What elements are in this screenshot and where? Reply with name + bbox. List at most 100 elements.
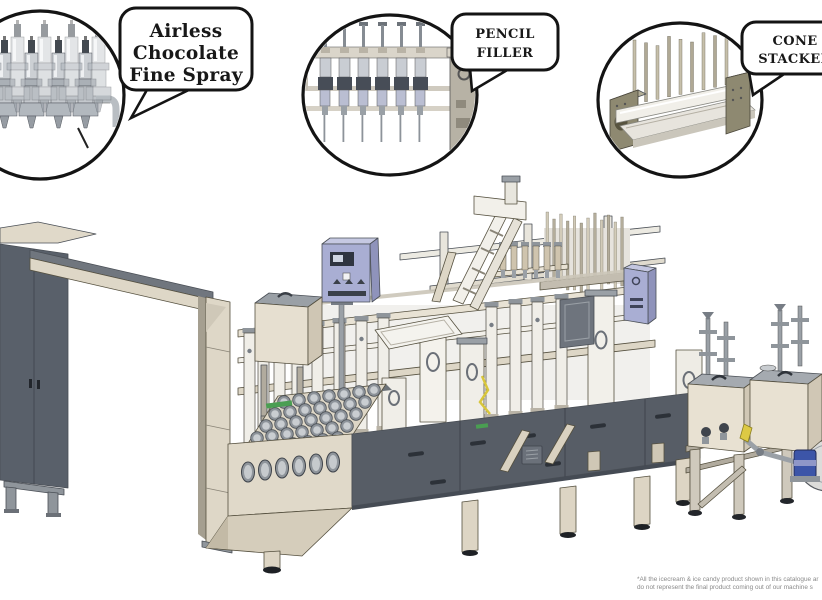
nozzle-lower xyxy=(36,69,53,88)
piston xyxy=(554,245,562,271)
callout-label-line: Fine Spray xyxy=(129,65,244,86)
frame-post xyxy=(509,303,522,416)
callout-airless-spray: Airless Chocolate Fine Spray xyxy=(0,6,254,181)
piston-cap xyxy=(510,242,518,247)
nozzle-block xyxy=(45,102,72,117)
post-hole xyxy=(247,348,252,354)
rod-mount xyxy=(321,47,330,53)
stacker-rod xyxy=(713,35,717,88)
nozzle xyxy=(360,106,366,115)
nozzle-block xyxy=(0,86,4,101)
cup-rim xyxy=(355,388,363,396)
cup-rim xyxy=(328,424,336,432)
nozzle-cap xyxy=(28,40,35,53)
elevator-head xyxy=(473,195,527,221)
cabinet-handle-icon xyxy=(29,379,32,388)
post-cap xyxy=(354,316,369,321)
piston-stem xyxy=(545,270,549,278)
cup-rim xyxy=(310,394,318,402)
valve-block xyxy=(394,77,409,90)
nozzle-cap xyxy=(14,24,21,37)
spray-nozzle-unit xyxy=(0,62,4,101)
cup-rim xyxy=(316,404,324,412)
control-panel xyxy=(321,237,381,435)
nozzle-tip xyxy=(80,115,91,129)
cup-rim xyxy=(268,432,276,440)
tank-front xyxy=(749,379,809,453)
valve-handle-yellow xyxy=(739,423,753,443)
vent-icon xyxy=(630,298,643,301)
callout-label-line: CONE xyxy=(772,34,817,49)
upper-cylinder xyxy=(376,57,389,78)
cabinet-foot xyxy=(4,509,19,513)
piston-cap xyxy=(521,242,529,247)
cup-holder-inner xyxy=(295,459,303,473)
stand-leg xyxy=(733,453,745,516)
stacker-rod xyxy=(701,32,706,90)
nozzle-flange xyxy=(60,62,83,71)
nozzle-stem xyxy=(30,36,33,42)
cup-rim xyxy=(262,422,270,430)
nozzle-block xyxy=(18,102,45,117)
cup-rim xyxy=(313,426,321,434)
nozzle-cap xyxy=(41,24,48,37)
spray-nozzle-unit xyxy=(4,20,31,113)
gantry-column xyxy=(205,296,231,549)
cup-rim xyxy=(253,434,261,442)
post-cap xyxy=(242,328,257,333)
post-hole xyxy=(489,322,494,328)
filler-needle xyxy=(323,115,326,142)
valve-block xyxy=(318,77,333,90)
speech-bubble xyxy=(450,12,560,72)
upper-cylinder xyxy=(338,57,351,78)
sensor-green xyxy=(265,400,293,409)
indicator-icon xyxy=(345,279,353,284)
callout-label-line: Airless xyxy=(149,21,223,42)
cup-holder-inner xyxy=(312,457,320,471)
cup-rim xyxy=(295,396,303,404)
cup-holder-inner xyxy=(329,455,337,469)
nozzle-tip xyxy=(53,115,64,129)
stand-foot xyxy=(780,498,794,504)
stacker-end-plate xyxy=(725,71,751,135)
body-bottom-edge xyxy=(352,458,700,510)
nozzle-stem xyxy=(57,36,60,42)
rod-cap xyxy=(359,22,368,26)
piston xyxy=(510,245,518,271)
rod-mount xyxy=(340,47,349,53)
nozzle-body xyxy=(64,36,79,64)
callout-cone-stacker: CONE STACKER xyxy=(596,20,822,179)
gantry-column-side xyxy=(198,296,206,540)
post-base xyxy=(508,411,523,416)
stacker-rod xyxy=(655,45,660,100)
cup-rim xyxy=(331,402,339,410)
rod-mount xyxy=(397,47,406,53)
upper-cylinder xyxy=(357,57,370,78)
nozzle-block xyxy=(4,86,31,101)
chute-fold xyxy=(206,516,228,549)
spray-nozzle-unit xyxy=(31,20,58,113)
rod-cap xyxy=(378,22,387,26)
cup-rim xyxy=(361,398,369,406)
pointer-mark xyxy=(77,127,89,149)
pipe-flange xyxy=(756,448,764,456)
lid-tray xyxy=(374,315,463,350)
nozzle-tip xyxy=(66,99,77,113)
nozzle-cap xyxy=(1,40,8,53)
filler-rail xyxy=(305,106,454,111)
filler-assembly xyxy=(356,22,371,142)
upper-cylinder xyxy=(395,57,408,78)
cup-holder-inner xyxy=(278,461,286,475)
piston xyxy=(521,245,529,271)
lower-cylinder xyxy=(357,89,369,107)
cup-rim xyxy=(307,416,315,424)
vent-icon xyxy=(630,305,643,308)
hopper-side xyxy=(307,296,323,366)
cup-rim xyxy=(370,386,378,394)
rod-mount xyxy=(378,47,387,53)
stick-rod xyxy=(566,220,570,291)
indicator-icon xyxy=(333,279,341,284)
outlet-valve-icon xyxy=(701,427,711,437)
nozzle-flange xyxy=(0,62,2,71)
